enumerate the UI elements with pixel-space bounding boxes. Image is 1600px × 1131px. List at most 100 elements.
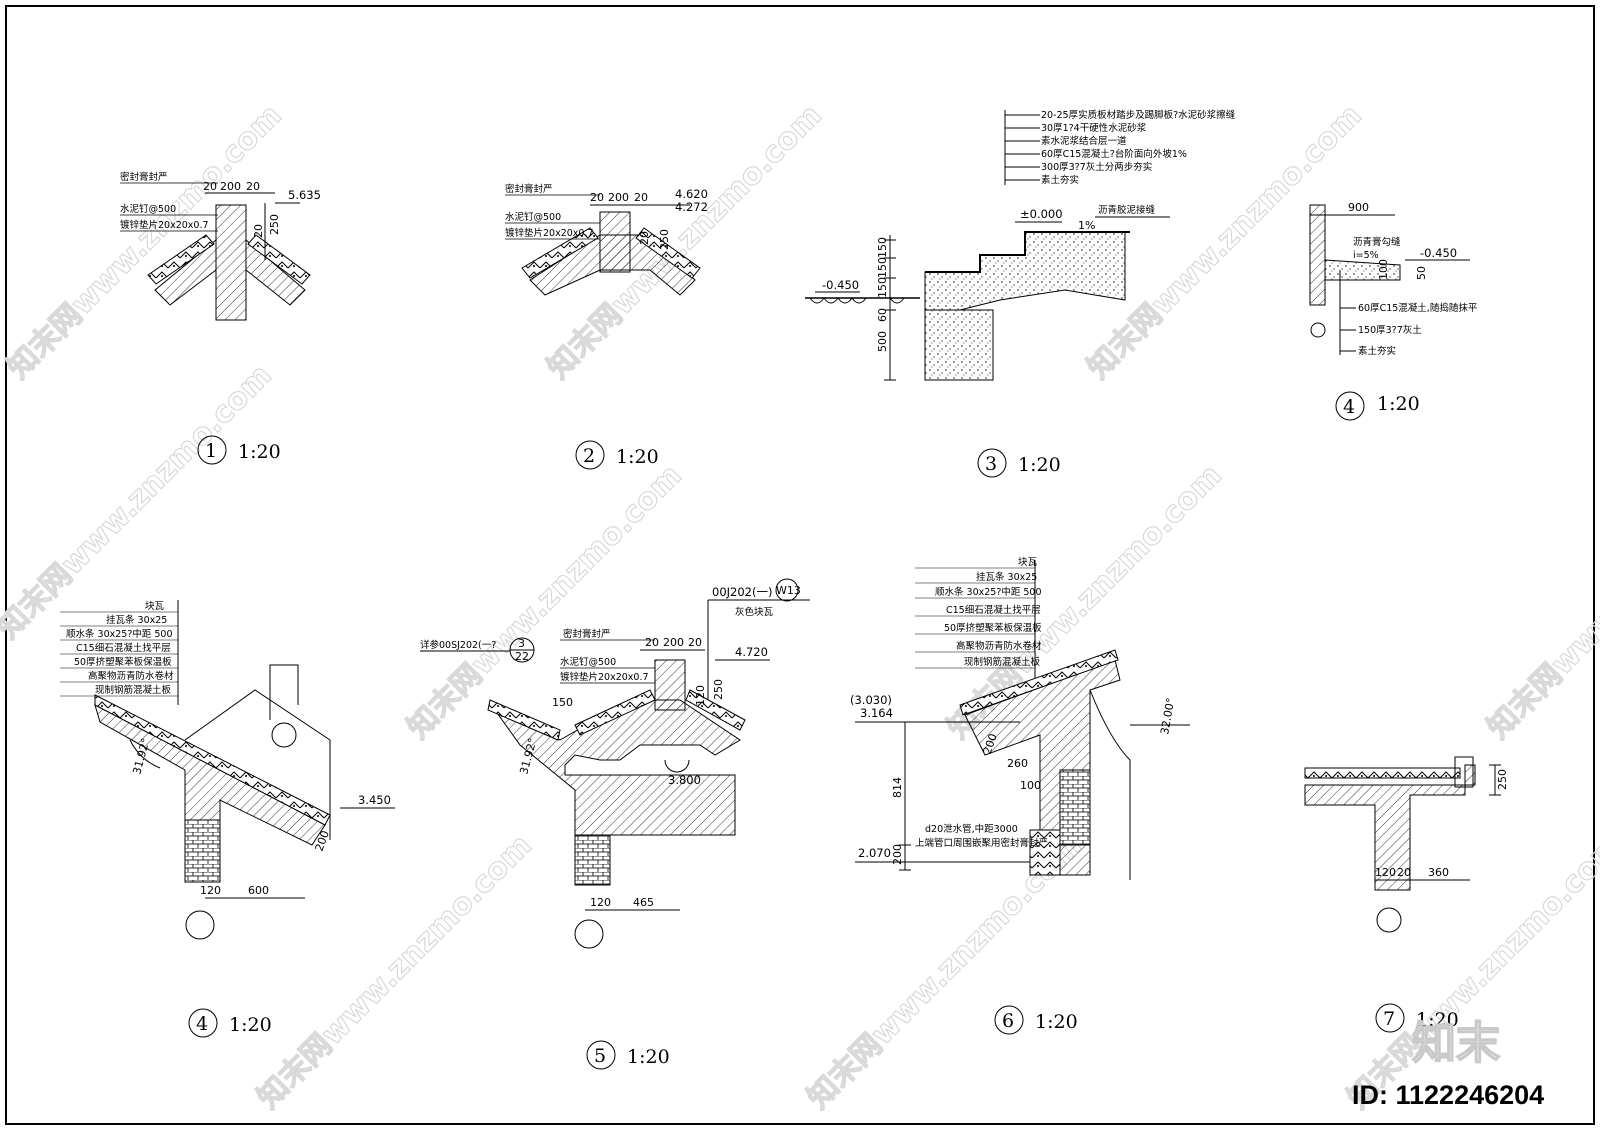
detail-number: 3 <box>985 453 997 475</box>
note-label: 密封膏封严 <box>505 183 553 195</box>
roof-tiles-left <box>487 699 561 741</box>
detail-number: 5 <box>594 1045 606 1067</box>
detail-number: 4 <box>1343 396 1355 418</box>
detail-scale: 1:20 <box>1377 393 1420 415</box>
stair-footing <box>924 309 994 381</box>
level-label: -0.450 <box>822 278 859 292</box>
dim-label: 120 <box>694 685 707 706</box>
grid-axis-bubble <box>185 910 215 940</box>
dim-label: 200 <box>608 191 629 204</box>
reference-label: 详参00SJ202(一? <box>420 639 496 651</box>
watermark-text: 知末网www.znzmo.com <box>251 828 539 1116</box>
dim-label: 814 <box>891 777 904 798</box>
note-label: 高聚物沥青防水卷材 <box>956 640 1042 652</box>
note-label: 挂瓦条 30x25 <box>976 571 1037 583</box>
note-label: 150厚3?7灰土 <box>1358 324 1422 336</box>
dim-label: 200 <box>891 844 904 865</box>
dim-label: 360 <box>1428 866 1449 879</box>
dim-label: 20 <box>688 636 702 649</box>
brick-wall <box>574 834 611 886</box>
dim-label: 20 <box>1397 866 1411 879</box>
side-note-label: 沥青胶泥接缝 <box>1098 204 1156 216</box>
sheet-border <box>5 5 1595 1125</box>
reference-number: 3 <box>518 637 525 650</box>
grid-axis-bubble <box>1376 907 1402 933</box>
detail-bubble <box>1335 391 1365 421</box>
roof-tiles <box>959 649 1119 716</box>
detail-bubble <box>586 1040 616 1070</box>
roof-slab-section <box>1304 764 1476 891</box>
dim-label: 250 <box>1496 769 1509 790</box>
dim-label: 20 <box>645 636 659 649</box>
reference-number: W13 <box>776 584 801 597</box>
note-label: 20-25厚实质板材踏步及踢脚板?水泥砂浆擦缝 <box>1041 109 1236 121</box>
detail-scale: 1:20 <box>1018 454 1061 476</box>
detail-number: 4 <box>196 1013 208 1035</box>
dim-label: 20 <box>638 231 651 245</box>
detail-6: 块瓦 挂瓦条 30x25 顺水条 30x25?中距 500 C15细石混凝土找平… <box>850 556 1190 1035</box>
note-label: 素水泥浆结合层一道 <box>1041 135 1127 147</box>
note-label: C15细石混凝土找平层 <box>76 642 171 654</box>
note-label: 挂瓦条 30x25 <box>106 614 167 626</box>
pipe-note: 上端管口周围嵌聚用密封膏封严 <box>915 837 1048 849</box>
detail-1: 密封膏封严 水泥钉@500 镀锌垫片20x20x0.7 20 200 20 25… <box>120 171 321 465</box>
level-label: 4.272 <box>675 200 708 214</box>
roof-tiles-left <box>147 234 215 285</box>
note-label: 镀锌垫片20x20x0.7 <box>560 671 649 683</box>
note-label: 60厚C15混凝土?台阶面向外坡1% <box>1041 148 1187 160</box>
note-label: 顺水条 30x25?中距 500 <box>935 586 1042 598</box>
brick-wall <box>1059 769 1091 846</box>
level-label: 3.450 <box>358 793 391 807</box>
gutter-upstand <box>1454 756 1474 788</box>
detail-scale: 1:20 <box>229 1014 272 1036</box>
detail-4b: 块瓦 挂瓦条 30x25 顺水条 30x25?中距 500 C15细石混凝土找平… <box>60 600 395 1038</box>
roof-tiles <box>1304 767 1461 779</box>
roof-tiles <box>94 694 331 826</box>
dim-label: 500 <box>876 331 889 352</box>
detail-scale: 1:20 <box>616 446 659 468</box>
roof-tiles-far <box>685 689 746 731</box>
gutter-lining <box>1029 829 1061 876</box>
dim-label: 250 <box>712 679 725 700</box>
note-label: i=5% <box>1353 250 1379 261</box>
detail-bubble <box>977 448 1007 478</box>
level-label: (3.030) <box>850 693 892 707</box>
detail-bubble <box>1375 1003 1405 1033</box>
dim-label: 20 <box>252 224 265 238</box>
detail-bubble <box>994 1005 1024 1035</box>
chimney-outline <box>269 664 299 720</box>
detail-scale: 1:20 <box>1416 1009 1459 1031</box>
dim-label: 200 <box>663 636 684 649</box>
detail-number: 7 <box>1383 1008 1395 1030</box>
detail-5: 00J202(一) W13 灰色块瓦 详参00SJ202(一? 3 22 密封膏… <box>420 578 810 1070</box>
detail-number: 2 <box>583 445 595 467</box>
detail-bubble <box>188 1008 218 1038</box>
wall-section <box>1309 204 1326 306</box>
note-label: 密封膏封严 <box>120 171 168 183</box>
note-label: 60厚C15混凝土,随捣随抹平 <box>1358 302 1478 314</box>
brand-logo: 知末 <box>1412 1018 1500 1069</box>
pipe-note: d20泄水管,中距3000 <box>925 823 1018 835</box>
roof-tiles-right <box>574 689 656 736</box>
roof-tiles-left <box>521 227 599 279</box>
note-label: C15细石混凝土找平层 <box>946 604 1041 616</box>
note-label: 50厚挤塑聚苯板保温板 <box>74 656 172 668</box>
note-label: 50厚挤塑聚苯板保温板 <box>944 622 1042 634</box>
dim-label: 150 <box>876 237 889 258</box>
watermark-text: 知末网www.znzmo.com <box>0 358 279 646</box>
note-label: 30厚1?4干硬性水泥砂浆 <box>1041 122 1147 134</box>
dim-label: 20 <box>203 180 217 193</box>
dim-label: 50 <box>1415 266 1428 280</box>
detail-scale: 1:20 <box>627 1046 670 1068</box>
dim-label: 60 <box>876 308 889 322</box>
note-label: 高聚物沥青防水卷材 <box>88 670 174 682</box>
detail-bubble <box>575 440 605 470</box>
level-label: 4.720 <box>735 645 768 659</box>
detail-scale: 1:20 <box>238 441 281 463</box>
dim-label: 150 <box>876 257 889 278</box>
note-label: 素土夯实 <box>1041 174 1079 186</box>
watermark-text: 知末网www.znzmo.com <box>1481 458 1600 746</box>
detail-number: 6 <box>1002 1010 1014 1032</box>
note-label: 密封膏封严 <box>563 628 611 640</box>
